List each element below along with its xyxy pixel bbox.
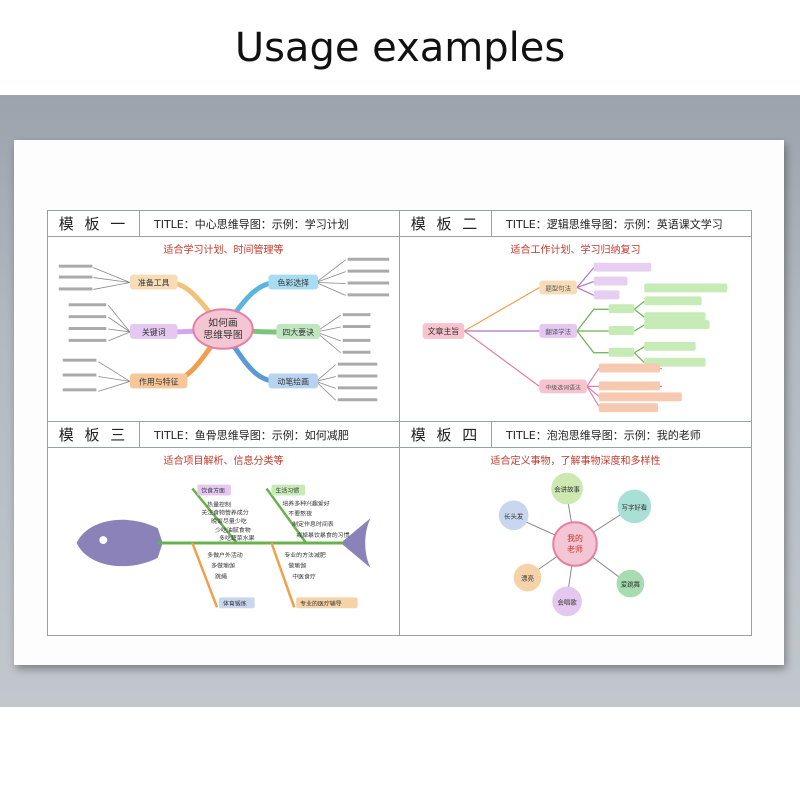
item-label: 跳绳 [215, 573, 227, 581]
center-mindmap: 适合学习计划、时间管理等 [48, 238, 399, 421]
panel-subtitle: 适合定义事物，了解事物深度和多样性 [490, 456, 661, 467]
bubble-label: 爱跳舞 [621, 580, 641, 589]
node-label: 关键词 [142, 327, 166, 337]
logic-mindmap: 适合工作计划、学习归纳复习 文章主旨 题型句法 翻译学法 [400, 238, 751, 421]
bone-label: 体育锻炼 [223, 599, 247, 607]
panel-header: 模 板 三 TITLE：鱼骨思维导图：示例：如何减肥 [48, 422, 399, 448]
bubble-label: 会讲故事 [554, 485, 580, 494]
fish-tail [340, 518, 371, 568]
panel-title: TITLE：泡泡思维导图：示例：我的老师 [506, 428, 701, 442]
mindmap-poster: 模 板 一 TITLE：中心思维导图：示例：学习计划 适合学习计划、时间管理等 [14, 140, 784, 665]
center-label-line1: 我的 [567, 533, 583, 543]
bubble-center: 我的 老师 [552, 521, 598, 567]
center-mindmap-drawing: 如何画 思维导图 准备工具 关键词 作用与特征 色彩选择 四大要诀 动笔绘画 [58, 257, 390, 402]
fish-head [76, 519, 163, 567]
panel-template-4: 模 板 四 TITLE：泡泡思维导图：示例：我的老师 适合定义事物，了解事物深度… [399, 421, 752, 636]
panel-header: 模 板 四 TITLE：泡泡思维导图：示例：我的老师 [400, 422, 751, 448]
panel-title: TITLE：鱼骨思维导图：示例：如何减肥 [154, 428, 349, 442]
center-label-line2: 思维导图 [203, 328, 243, 341]
panel-template-3: 模 板 三 TITLE：鱼骨思维导图：示例：如何减肥 适合项目解析、信息分类等 … [47, 421, 400, 636]
item-label: 中医食疗 [292, 573, 316, 581]
node-label: 色彩选择 [277, 277, 309, 287]
panel-subtitle: 适合学习计划、时间管理等 [163, 245, 284, 256]
panel-subtitle: 适合项目解析、信息分类等 [163, 456, 284, 467]
fishbone-mindmap: 适合项目解析、信息分类等 饮食方面 生活习惯 热量控制 关注食物营养成分 [48, 449, 399, 635]
item-label: 不要熬夜 [288, 509, 312, 517]
panel-template-1: 模 板 一 TITLE：中心思维导图：示例：学习计划 适合学习计划、时间管理等 [47, 210, 400, 422]
panel-template-2: 模 板 二 TITLE：逻辑思维导图：示例：英语课文学习 适合工作计划、学习归纳… [399, 210, 752, 422]
item-label: 多做瑜伽 [211, 562, 235, 570]
bubble-label: 会唱歌 [557, 597, 577, 606]
panel-tag: 模 板 二 [400, 211, 492, 236]
node-label: 动笔绘画 [277, 376, 309, 386]
node-label: 四大要诀 [282, 327, 314, 337]
branch-label: 题型句法 [545, 283, 571, 292]
panel-header: 模 板 一 TITLE：中心思维导图：示例：学习计划 [48, 211, 399, 237]
item-label: 制定作息时间表 [292, 520, 334, 528]
bubble-label: 写字好看 [622, 502, 648, 511]
item-label: 戒掉暴饮暴食的习惯 [296, 531, 349, 539]
panel-tag: 模 板 一 [48, 211, 140, 236]
item-label: 少吃油腻食物 [215, 526, 251, 534]
item-label: 晚饭尽量少吃 [211, 517, 247, 525]
root-label: 文章主旨 [428, 326, 460, 336]
center-label-line1: 如何画 [208, 316, 238, 329]
panel-tag: 模 板 三 [48, 422, 140, 447]
bone-label: 生活习惯 [275, 487, 299, 495]
bone-label: 饮食方面 [201, 487, 225, 495]
page-heading: Usage examples [234, 25, 566, 71]
center-label-line2: 老师 [567, 544, 583, 554]
item-label: 做瑜伽 [288, 562, 306, 570]
branch-label: 翻译学法 [545, 327, 571, 336]
panel-subtitle: 适合工作计划、学习归纳复习 [510, 245, 641, 256]
bubble-label: 长头发 [504, 511, 524, 520]
panel-title: TITLE：逻辑思维导图：示例：英语课文学习 [506, 217, 723, 231]
mindmap-center-node: 如何画 思维导图 [192, 308, 254, 350]
item-label: 多吃蔬菜水果 [219, 534, 255, 542]
item-label: 多做户外活动 [207, 551, 243, 559]
bone-label: 专业的医疗辅导 [300, 599, 342, 607]
panel-tag: 模 板 四 [400, 422, 492, 447]
fishbone-drawing: 饮食方面 生活习惯 热量控制 关注食物营养成分 晚饭尽量少吃 少吃油腻食物 多吃… [76, 484, 371, 609]
logic-mindmap-drawing: 文章主旨 题型句法 翻译学法 中级选词语法 [422, 262, 728, 413]
root-node [422, 323, 465, 339]
panel-header: 模 板 二 TITLE：逻辑思维导图：示例：英语课文学习 [400, 211, 751, 237]
panel-title: TITLE：中心思维导图：示例：学习计划 [154, 217, 349, 231]
item-label: 关注食物营养成分 [201, 508, 248, 516]
item-label: 热量控制 [207, 500, 231, 508]
bubble-label: 漂亮 [521, 574, 534, 583]
item-label: 专业的方法减肥 [284, 551, 326, 559]
node-label: 准备工具 [138, 277, 170, 287]
node-label: 作用与特征 [139, 376, 179, 386]
item-label: 培养多种兴趣爱好 [282, 499, 329, 507]
bubble-map-drawing: 我的 老师 会讲故事 写字好看 长头发 漂亮 会唱歌 爱跳舞 [498, 472, 652, 617]
branch-label: 中级选词语法 [545, 383, 581, 391]
bubble-mindmap: 适合定义事物，了解事物深度和多样性 我的 老师 会讲故事 写字好看 长头发 漂亮 [400, 449, 751, 635]
